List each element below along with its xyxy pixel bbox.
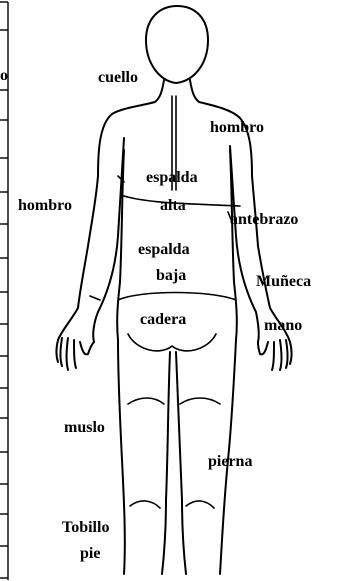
label-muslo: muslo xyxy=(64,419,105,436)
label-pie: pie xyxy=(80,545,100,562)
label-espalda-alta-1: espalda xyxy=(146,169,198,186)
table-edge: o xyxy=(0,2,8,580)
right-hand xyxy=(258,340,292,370)
label-hombro-left: hombro xyxy=(18,197,72,214)
edge-fragment-text: o xyxy=(0,67,8,84)
label-espalda-baja-1: espalda xyxy=(138,241,190,258)
label-espalda-baja-2: baja xyxy=(156,267,186,284)
label-espalda-alta-2: alta xyxy=(160,197,186,214)
label-muneca: Muñeca xyxy=(256,273,311,290)
label-cadera: cadera xyxy=(140,311,186,328)
hip xyxy=(118,293,236,301)
left-hand xyxy=(57,338,95,370)
head xyxy=(146,6,208,83)
label-mano: mano xyxy=(264,317,302,334)
label-cuello: cuello xyxy=(98,69,138,86)
label-tobillo: Tobillo xyxy=(62,519,109,536)
left-arm xyxy=(58,114,112,340)
left-leg xyxy=(118,340,125,574)
body-outline xyxy=(57,6,292,574)
label-pierna: pierna xyxy=(208,453,252,470)
label-hombro-right: hombro xyxy=(210,119,264,136)
right-arm xyxy=(240,118,290,342)
body-part-labels: cuello hombro espalda alta hombro antebr… xyxy=(18,69,311,562)
label-antebrazo: antebrazo xyxy=(230,211,298,228)
